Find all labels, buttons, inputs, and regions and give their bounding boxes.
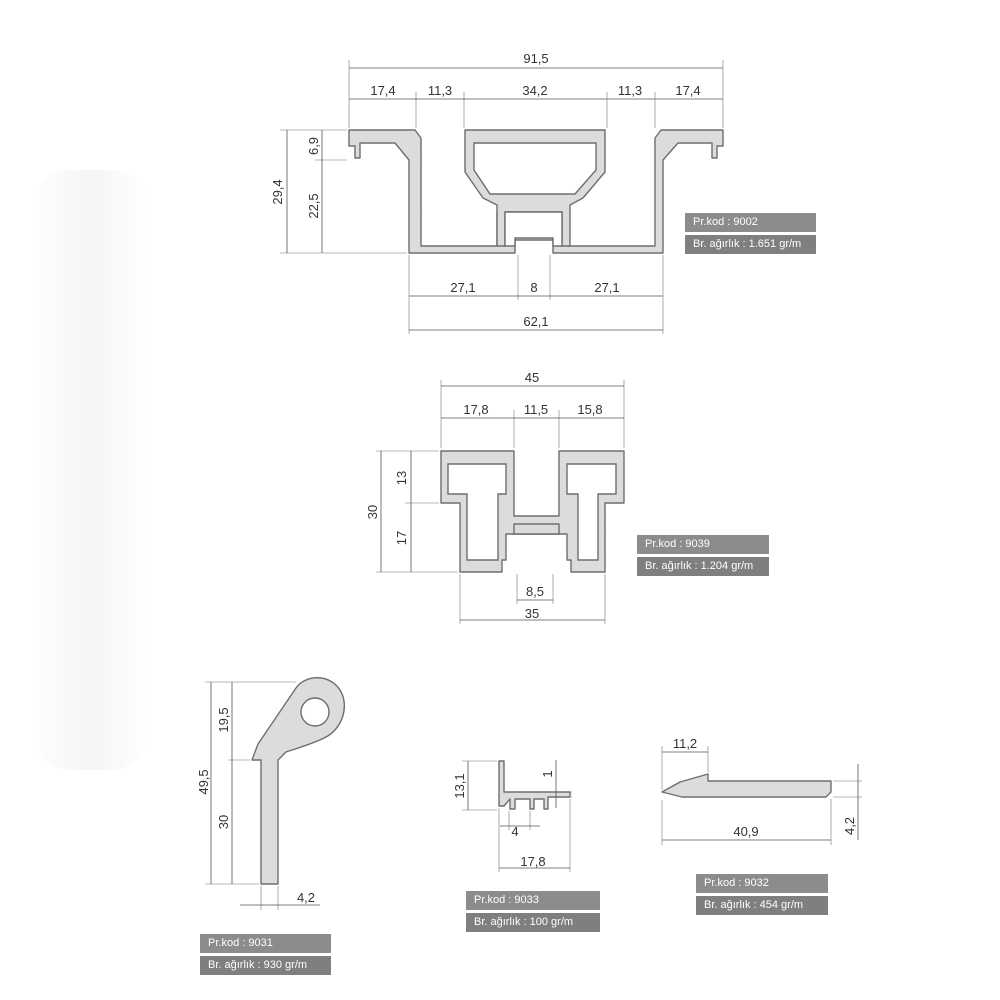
dim-9002-seg1: 17,4 — [370, 83, 395, 98]
profile-9031-shape — [251, 677, 345, 885]
dim-9039-height-total: 30 — [365, 505, 380, 519]
dim-9031-thickness: 4,2 — [297, 890, 315, 905]
dim-9031-height-top: 19,5 — [216, 707, 231, 732]
profile-9002-slot — [504, 211, 563, 247]
dim-9002-height-body: 22,5 — [306, 193, 321, 218]
dim-9002-bottom-left: 27,1 — [450, 280, 475, 295]
dim-9039-seg1: 17,8 — [463, 402, 488, 417]
background-watermark — [30, 170, 150, 770]
label-9033-code: Pr.kod : 9033 — [466, 891, 600, 910]
dim-9032-length: 40,9 — [733, 824, 758, 839]
dim-9031-height-leg: 30 — [216, 815, 231, 829]
profile-9039: 45 17,8 11,5 15,8 30 13 17 8,5 35 — [365, 370, 625, 624]
label-9032-code: Pr.kod : 9032 — [696, 874, 828, 893]
dim-9002-seg3: 34,2 — [522, 83, 547, 98]
dim-9032-tip: 11,2 — [673, 736, 697, 751]
profile-9031: 49,5 19,5 30 4,2 — [196, 677, 345, 910]
dim-9039-seg2: 11,5 — [524, 402, 548, 417]
dim-9039-height-bottom: 17 — [394, 531, 409, 545]
profile-9031-hole — [300, 697, 330, 727]
dim-9033-width: 17,8 — [520, 854, 545, 869]
profile-9032-shape — [661, 773, 832, 798]
dim-9002-height-lip: 6,9 — [306, 137, 321, 155]
dim-9002-bottom-right: 27,1 — [594, 280, 619, 295]
dim-9039-total-top: 45 — [525, 370, 539, 385]
label-9031-weight: Br. ağırlık : 930 gr/m — [200, 956, 331, 975]
profile-9002: 91,5 17,4 11,3 34,2 11,3 17,4 29,4 6,9 2… — [270, 51, 724, 334]
dim-9002-seg2: 11,3 — [428, 83, 452, 98]
dim-9002-seg4: 11,3 — [618, 83, 642, 98]
profile-9032: 11,2 40,9 4,2 — [661, 736, 862, 845]
label-9032-weight: Br. ağırlık : 454 gr/m — [696, 896, 828, 915]
label-9033-weight: Br. ağırlık : 100 gr/m — [466, 913, 600, 932]
dim-9002-height-total: 29,4 — [270, 179, 285, 204]
dim-9039-seg3: 15,8 — [577, 402, 602, 417]
label-9039-weight: Br. ağırlık : 1.204 gr/m — [637, 557, 769, 576]
dim-9032-thickness: 4,2 — [842, 817, 857, 835]
profile-9039-bridge — [513, 523, 560, 535]
dim-9039-bottom-total: 35 — [525, 606, 539, 621]
dim-9031-height-total: 49,5 — [196, 769, 211, 794]
label-9002-weight: Br. ağırlık : 1.651 gr/m — [685, 235, 816, 254]
label-9039-code: Pr.kod : 9039 — [637, 535, 769, 554]
profile-9033-shape — [498, 760, 571, 810]
dim-9033-slot: 4 — [511, 824, 518, 839]
dim-9002-bottom-gap: 8 — [530, 280, 537, 295]
dim-9002-total-top: 91,5 — [523, 51, 548, 66]
label-9002-code: Pr.kod : 9002 — [685, 213, 816, 232]
profile-9039-cavity-left — [447, 463, 507, 561]
label-9031-code: Pr.kod : 9031 — [200, 934, 331, 953]
dim-9039-height-top: 13 — [394, 471, 409, 485]
dim-9002-seg5: 17,4 — [675, 83, 700, 98]
profile-9033: 13,1 1 4 17,8 — [452, 760, 572, 872]
profile-9002-cavity — [473, 142, 597, 195]
dim-9039-gap: 8,5 — [526, 584, 544, 599]
dim-9033-height: 13,1 — [452, 773, 467, 798]
dim-9002-bottom-total: 62,1 — [523, 314, 548, 329]
profile-9039-cavity-right — [566, 463, 617, 561]
dim-9033-lip: 1 — [540, 770, 555, 777]
